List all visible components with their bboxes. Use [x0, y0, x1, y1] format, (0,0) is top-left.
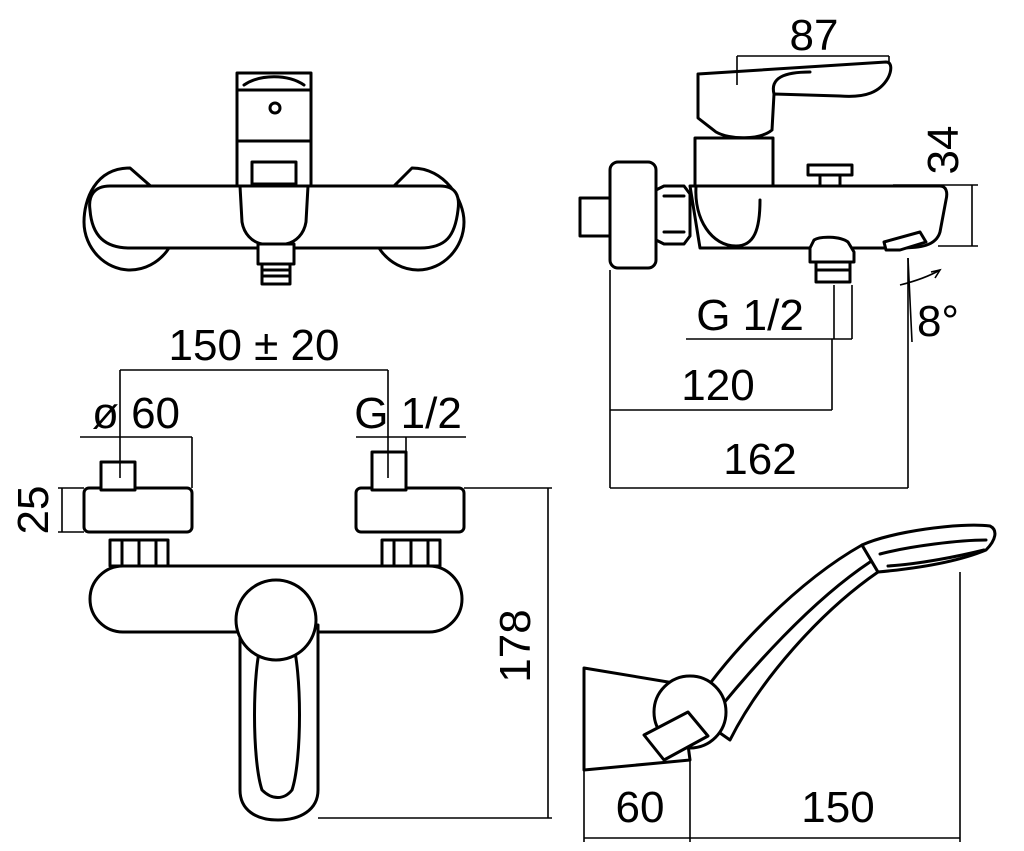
dimension-labels: 87 34 8° G 1/2 120 162 150 ± 20 ø 60 G 1…	[9, 11, 968, 832]
shower-holder-cone	[642, 710, 710, 762]
side-view-rosette	[608, 160, 658, 270]
dim-side-thread: G 1/2	[696, 291, 804, 340]
dim-87: 87	[790, 11, 839, 60]
top-view-lever-dot	[268, 101, 282, 115]
dim-holder-60: 60	[616, 783, 665, 832]
side-view-shower-conn	[808, 235, 856, 264]
side-view-lever	[696, 60, 893, 140]
side-view	[578, 55, 978, 489]
front-view-right-conn	[354, 486, 466, 534]
dim-162: 162	[723, 435, 796, 484]
top-view-outlet-thread	[260, 262, 292, 286]
dim-front-thread: G 1/2	[354, 389, 462, 438]
dim-center-distance: 150 ± 20	[169, 321, 340, 370]
front-view-left-conn	[82, 486, 194, 534]
top-view-lever	[235, 71, 313, 143]
top-view-spout	[238, 184, 310, 246]
hand-shower-view	[582, 523, 997, 842]
side-view-cartridge	[693, 136, 775, 188]
top-view-outlet	[256, 242, 296, 266]
dim-8-degree: 8°	[917, 297, 959, 346]
dim-shower-150: 150	[801, 783, 874, 832]
side-view-nut	[654, 184, 692, 246]
front-view-lever-disc	[234, 578, 318, 662]
dim-25: 25	[9, 486, 58, 535]
dim-120: 120	[681, 361, 754, 410]
top-view-diverter	[250, 160, 298, 186]
dim-178: 178	[491, 609, 540, 682]
dim-diameter-60: ø 60	[92, 389, 180, 438]
side-view-stub	[578, 196, 612, 238]
shower-head	[860, 523, 997, 574]
front-view	[58, 369, 552, 822]
dim-34: 34	[919, 126, 968, 175]
top-view	[82, 71, 466, 286]
side-view-outlet	[882, 230, 928, 252]
